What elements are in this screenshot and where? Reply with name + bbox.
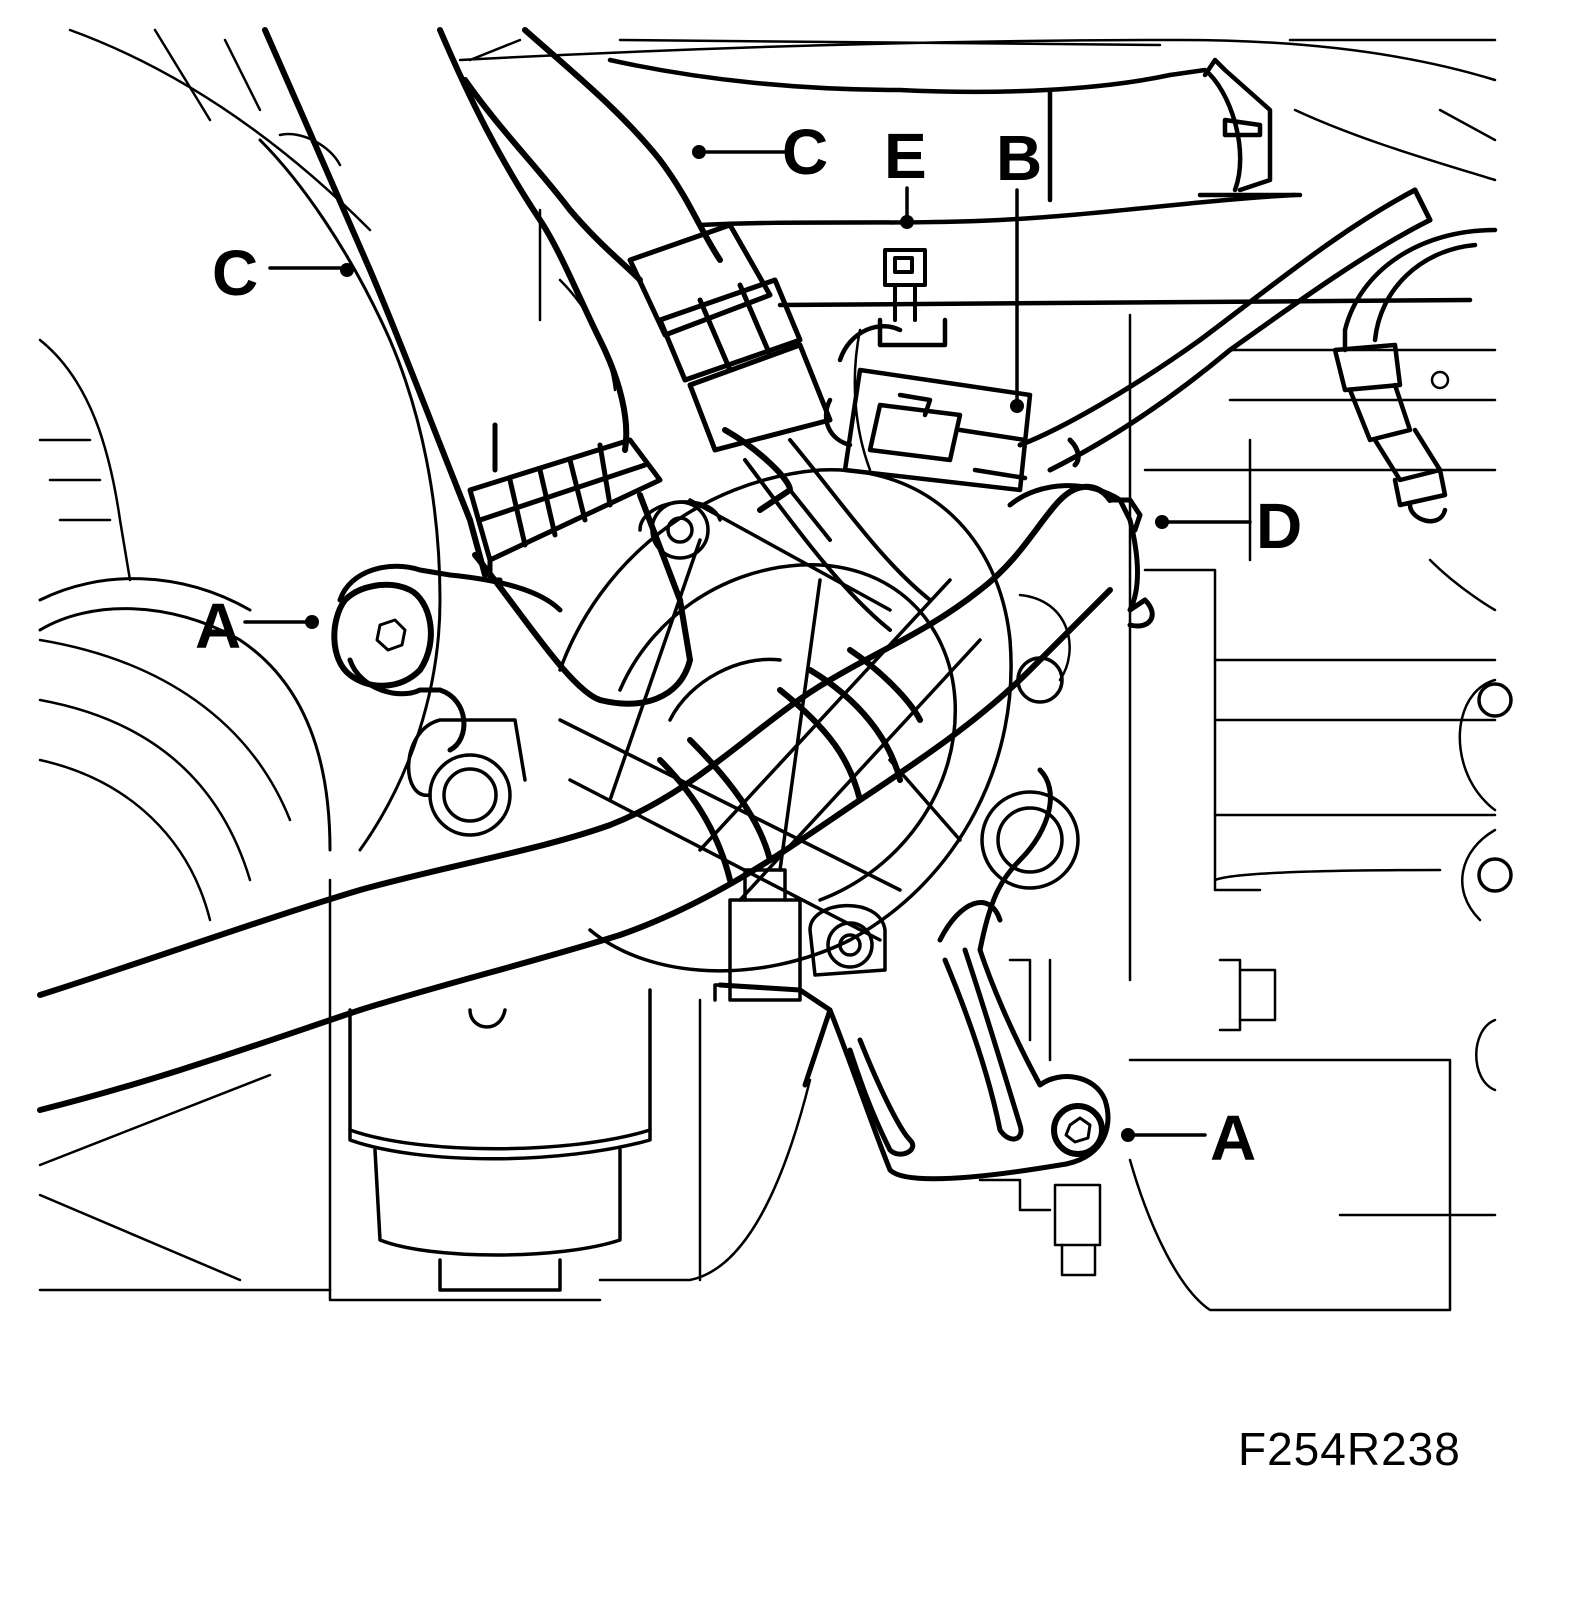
callout-d: D xyxy=(1256,490,1302,562)
callout-c-upper: C xyxy=(782,116,828,188)
right-pipe-fitting xyxy=(1332,227,1498,524)
sensor-e xyxy=(883,248,927,322)
oil-filter xyxy=(348,988,652,1292)
coolant-pipe-center xyxy=(743,438,932,632)
coolant-hose-c-right-clamp xyxy=(627,222,833,453)
callout-dots xyxy=(305,145,1169,1142)
callout-a-right: A xyxy=(1210,1102,1256,1174)
callout-b: B xyxy=(996,122,1042,194)
bolt-a-left-hardware xyxy=(331,581,434,689)
temperature-sensor xyxy=(713,868,802,1002)
housing-bolt-bosses xyxy=(407,500,1513,977)
upper-bracket xyxy=(337,563,563,753)
electrical-connector-b xyxy=(777,297,1473,493)
engine-bracket xyxy=(717,767,1111,1182)
figure-code: F254R238 xyxy=(1238,1423,1461,1475)
callout-a-left: A xyxy=(195,590,241,662)
top-hose-with-clip xyxy=(607,57,1303,228)
coolant-hose-c-left-clamp xyxy=(467,422,663,583)
coolant-hose-d-clamp xyxy=(1007,483,1155,629)
small-hose-right xyxy=(1017,187,1433,473)
coolant-hose-d xyxy=(37,483,1113,1113)
coolant-hose-c-left xyxy=(262,27,693,707)
bolt-a-right-hardware xyxy=(1051,1103,1105,1157)
callout-e: E xyxy=(884,120,927,192)
callout-leaders xyxy=(243,150,1252,1137)
callout-c-left: C xyxy=(212,237,258,309)
background-engine-outlines xyxy=(38,28,1497,1312)
